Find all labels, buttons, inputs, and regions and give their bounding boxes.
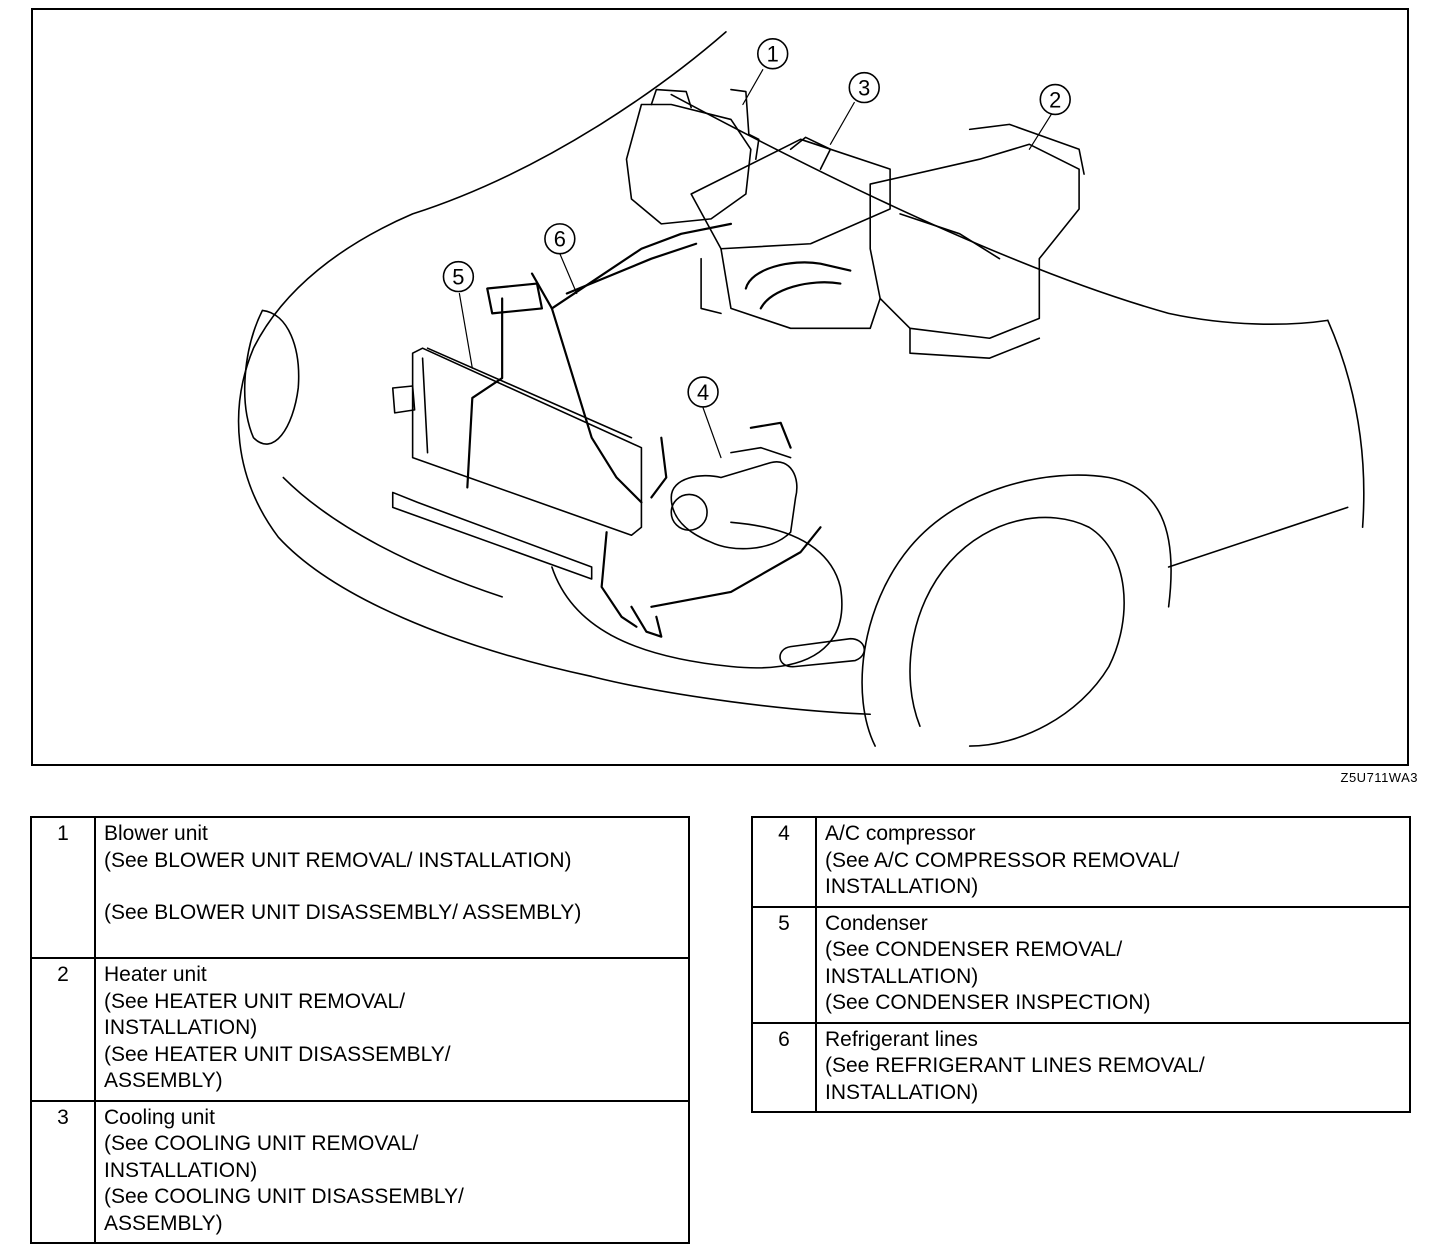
legend-name: A/C compressor [825, 822, 976, 845]
callout-2-label: 2 [1049, 87, 1061, 112]
legend-ref: INSTALLATION) [104, 1158, 258, 1182]
figure-code: Z5U711WA3 [1340, 770, 1418, 785]
callout-4-label: 4 [697, 380, 709, 405]
legend-ref: (See CONDENSER REMOVAL/ [825, 938, 1123, 961]
legend-ref: INSTALLATION) [825, 875, 979, 898]
legend-num: 1 [30, 816, 96, 959]
callout-2: 2 [1039, 83, 1071, 116]
legend-row: 5 Condenser (See CONDENSER REMOVAL/ INST… [751, 905, 1411, 1024]
callout-5: 5 [442, 260, 475, 293]
legend-desc: Blower unit (See BLOWER UNIT REMOVAL/ IN… [94, 816, 690, 959]
legend-ref: ASSEMBLY) [104, 1069, 223, 1092]
callout-3-label: 3 [858, 76, 870, 101]
callout-1: 1 [757, 38, 789, 70]
legend-ref: INSTALLATION) [825, 1080, 979, 1104]
legend-ref: (See REFRIGERANT LINES REMOVAL/ [825, 1054, 1205, 1077]
legend-desc: Heater unit (See HEATER UNIT REMOVAL/ IN… [94, 957, 690, 1102]
hvac-assembly [625, 88, 1085, 359]
callout-1-label: 1 [767, 42, 779, 67]
legend-name: Condenser [825, 911, 928, 935]
leader-lines [458, 69, 1052, 459]
component-diagram: 1 2 3 4 5 6 [31, 8, 1409, 766]
legend-ref: (See BLOWER UNIT DISASSEMBLY/ ASSEMBLY) [104, 901, 582, 924]
legend-row: 1 Blower unit (See BLOWER UNIT REMOVAL/ … [30, 816, 690, 959]
legend-desc: Condenser (See CONDENSER REMOVAL/ INSTAL… [815, 905, 1411, 1024]
legend-row: 2 Heater unit (See HEATER UNIT REMOVAL/ … [30, 957, 690, 1102]
legend-ref: INSTALLATION) [825, 964, 979, 988]
legend-num: 5 [751, 905, 817, 1024]
refrigerant-lines [466, 222, 852, 638]
legend-row: 3 Cooling unit (See COOLING UNIT REMOVAL… [30, 1099, 690, 1244]
legend-ref: INSTALLATION) [104, 1016, 258, 1039]
legend-table-left: 1 Blower unit (See BLOWER UNIT REMOVAL/ … [30, 816, 690, 1244]
callout-4: 4 [687, 376, 719, 408]
legend-ref: (See HEATER UNIT DISASSEMBLY/ [104, 1042, 451, 1066]
engine-bay-illustration: 1 2 3 4 5 6 [237, 31, 1365, 747]
car-body-outline [237, 31, 1365, 747]
legend-ref: (See CONDENSER INSPECTION) [825, 991, 1151, 1014]
legend-num: 3 [30, 1099, 96, 1244]
legend-row: 6 Refrigerant lines (See REFRIGERANT LIN… [751, 1021, 1411, 1113]
legend-name: Heater unit [104, 963, 207, 986]
legend-desc: Cooling unit (See COOLING UNIT REMOVAL/ … [94, 1099, 690, 1244]
legend-table-right: 4 A/C compressor (See A/C COMPRESSOR REM… [751, 816, 1411, 1113]
legend-num: 6 [751, 1021, 817, 1113]
callout-3: 3 [848, 71, 880, 104]
legend-row: 4 A/C compressor (See A/C COMPRESSOR REM… [751, 816, 1411, 908]
legend-ref: (See HEATER UNIT REMOVAL/ [104, 989, 406, 1013]
compressor-outline [670, 446, 798, 550]
legend-desc: Refrigerant lines (See REFRIGERANT LINES… [815, 1021, 1411, 1113]
callout-6-label: 6 [554, 227, 566, 252]
condenser-outline [391, 347, 643, 580]
legend-name: Blower unit [104, 822, 208, 845]
legend-desc: A/C compressor (See A/C COMPRESSOR REMOV… [815, 816, 1411, 908]
legend-num: 4 [751, 816, 817, 908]
legend-ref: (See COOLING UNIT REMOVAL/ [104, 1132, 419, 1155]
legend-name: Cooling unit [104, 1105, 215, 1129]
legend-ref: (See A/C COMPRESSOR REMOVAL/ [825, 848, 1180, 872]
legend-name: Refrigerant lines [825, 1027, 978, 1051]
legend-ref: (See COOLING UNIT DISASSEMBLY/ [104, 1185, 464, 1208]
legend-num: 2 [30, 957, 96, 1102]
callout-6: 6 [544, 223, 576, 255]
legend-ref: ASSEMBLY) [104, 1211, 223, 1235]
callout-group: 1 2 3 4 5 6 [442, 38, 1071, 408]
legend-ref: (See BLOWER UNIT REMOVAL/ INSTALLATION) [104, 848, 572, 872]
callout-5-label: 5 [452, 265, 464, 290]
